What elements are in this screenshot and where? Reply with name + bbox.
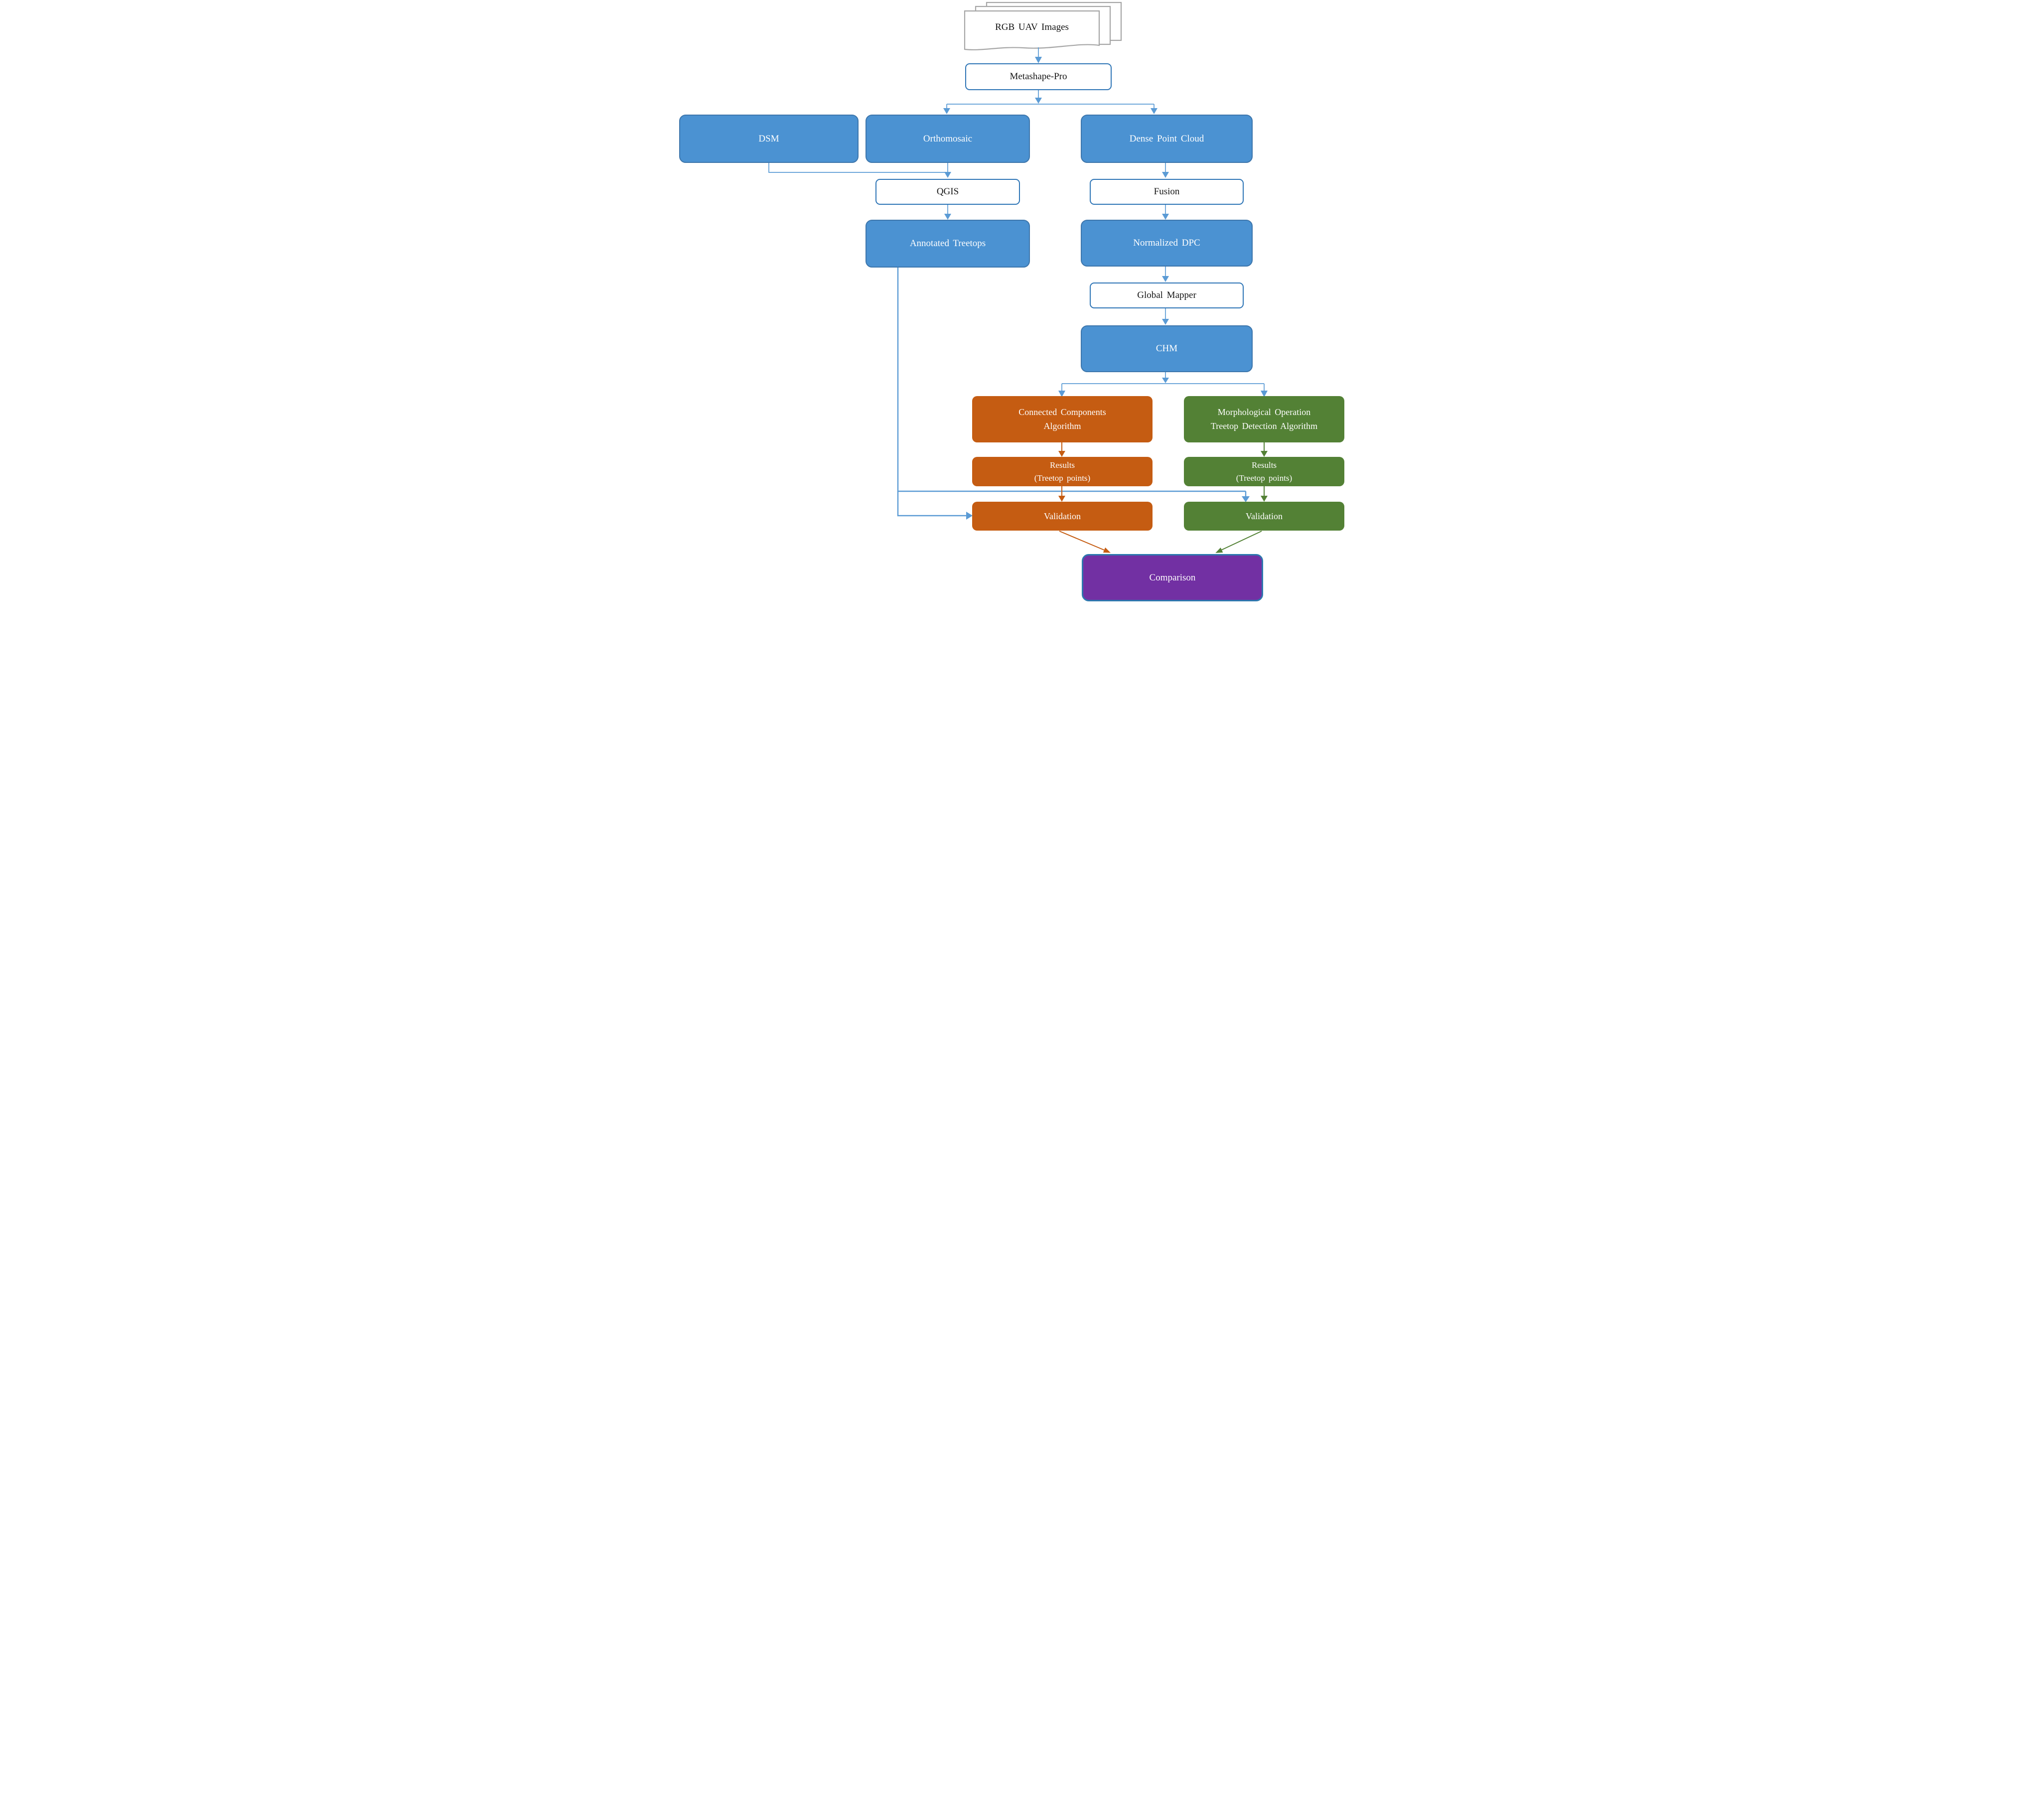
node-dense-point-cloud: Dense Point Cloud bbox=[1081, 115, 1253, 163]
node-label-line2: Algorithm bbox=[1043, 420, 1081, 431]
node-label: Validation bbox=[1044, 511, 1081, 521]
edge-qgis-annotated-treetops bbox=[944, 205, 951, 220]
node-label: QGIS bbox=[936, 186, 959, 197]
node-label: Orthomosaic bbox=[923, 133, 973, 144]
node-label: DSM bbox=[758, 133, 779, 144]
node-label-line1: Morphological Operation bbox=[1217, 407, 1311, 417]
edge-validation-comparison-orange bbox=[1059, 531, 1111, 553]
edge-annotatedtreetops-validations bbox=[897, 268, 1250, 520]
node-global-mapper: Global Mapper bbox=[1090, 282, 1244, 308]
node-label-line1: Connected Components bbox=[1018, 407, 1106, 417]
node-label: Global Mapper bbox=[1137, 290, 1196, 301]
node-label: Annotated Treetops bbox=[909, 238, 986, 249]
node-connected-components-algorithm: Connected Components Algorithm bbox=[972, 396, 1153, 442]
node-chm: CHM bbox=[1081, 325, 1253, 372]
node-label: RGB UAV Images bbox=[995, 22, 1069, 33]
edge-normalizeddpc-globalmapper bbox=[1162, 267, 1169, 282]
edge-morph-results bbox=[1261, 442, 1268, 457]
node-label: Normalized DPC bbox=[1133, 238, 1200, 249]
edge-densepointcloud-fusion bbox=[1162, 163, 1169, 178]
node-rgb-uav-images: RGB UAV Images bbox=[965, 15, 1099, 40]
node-label-line2: Treetop Detection Algorithm bbox=[1210, 420, 1318, 431]
node-dsm: DSM bbox=[679, 115, 859, 163]
node-label: Validation bbox=[1246, 511, 1283, 521]
node-fusion: Fusion bbox=[1090, 179, 1244, 205]
node-normalized-dpc: Normalized DPC bbox=[1081, 220, 1253, 267]
node-validation-morph: Validation bbox=[1184, 502, 1344, 531]
edge-cca-results bbox=[1058, 442, 1065, 457]
node-label: Metashape-Pro bbox=[1010, 71, 1067, 82]
node-label-line1: Results bbox=[1049, 460, 1075, 470]
edge-results-validation-morph bbox=[1261, 486, 1268, 502]
edge-globalmapper-chm bbox=[1162, 308, 1169, 325]
node-label-line2: (Treetop points) bbox=[1236, 473, 1293, 483]
edge-dsm-qgis bbox=[768, 163, 948, 173]
node-morphological-operation-algorithm: Morphological Operation Treetop Detectio… bbox=[1184, 396, 1344, 442]
node-validation-cca: Validation bbox=[972, 502, 1153, 531]
node-label-line2: (Treetop points) bbox=[1034, 473, 1091, 483]
edge-metashape-branch bbox=[943, 90, 1157, 114]
edge-orthomosaic-qgis bbox=[944, 163, 951, 178]
edge-rgbuav-metashape bbox=[1035, 47, 1042, 63]
connector-layer bbox=[768, 1, 1268, 553]
node-results-cca: Results (Treetop points) bbox=[972, 457, 1153, 486]
node-comparison: Comparison bbox=[1082, 554, 1263, 601]
node-orthomosaic: Orthomosaic bbox=[866, 115, 1030, 163]
document-stack-icon bbox=[964, 1, 1122, 51]
node-qgis: QGIS bbox=[875, 179, 1020, 205]
node-label: CHM bbox=[1156, 343, 1178, 354]
node-label: Comparison bbox=[1149, 572, 1196, 583]
node-label: Dense Point Cloud bbox=[1129, 133, 1204, 144]
node-metashape-pro: Metashape-Pro bbox=[965, 63, 1112, 90]
edge-results-validation-cca bbox=[1058, 486, 1065, 502]
edge-validation-comparison-green bbox=[1215, 531, 1262, 553]
node-results-morph: Results (Treetop points) bbox=[1184, 457, 1344, 486]
node-label: Fusion bbox=[1154, 186, 1180, 197]
edge-fusion-normalizeddpc bbox=[1162, 205, 1169, 220]
node-annotated-treetops: Annotated Treetops bbox=[866, 220, 1030, 268]
node-label-line1: Results bbox=[1251, 460, 1277, 470]
flowchart-canvas: RGB UAV Images Metashape-Pro DSM Orthomo… bbox=[675, 0, 1349, 607]
edge-chm-branch bbox=[1058, 372, 1268, 397]
